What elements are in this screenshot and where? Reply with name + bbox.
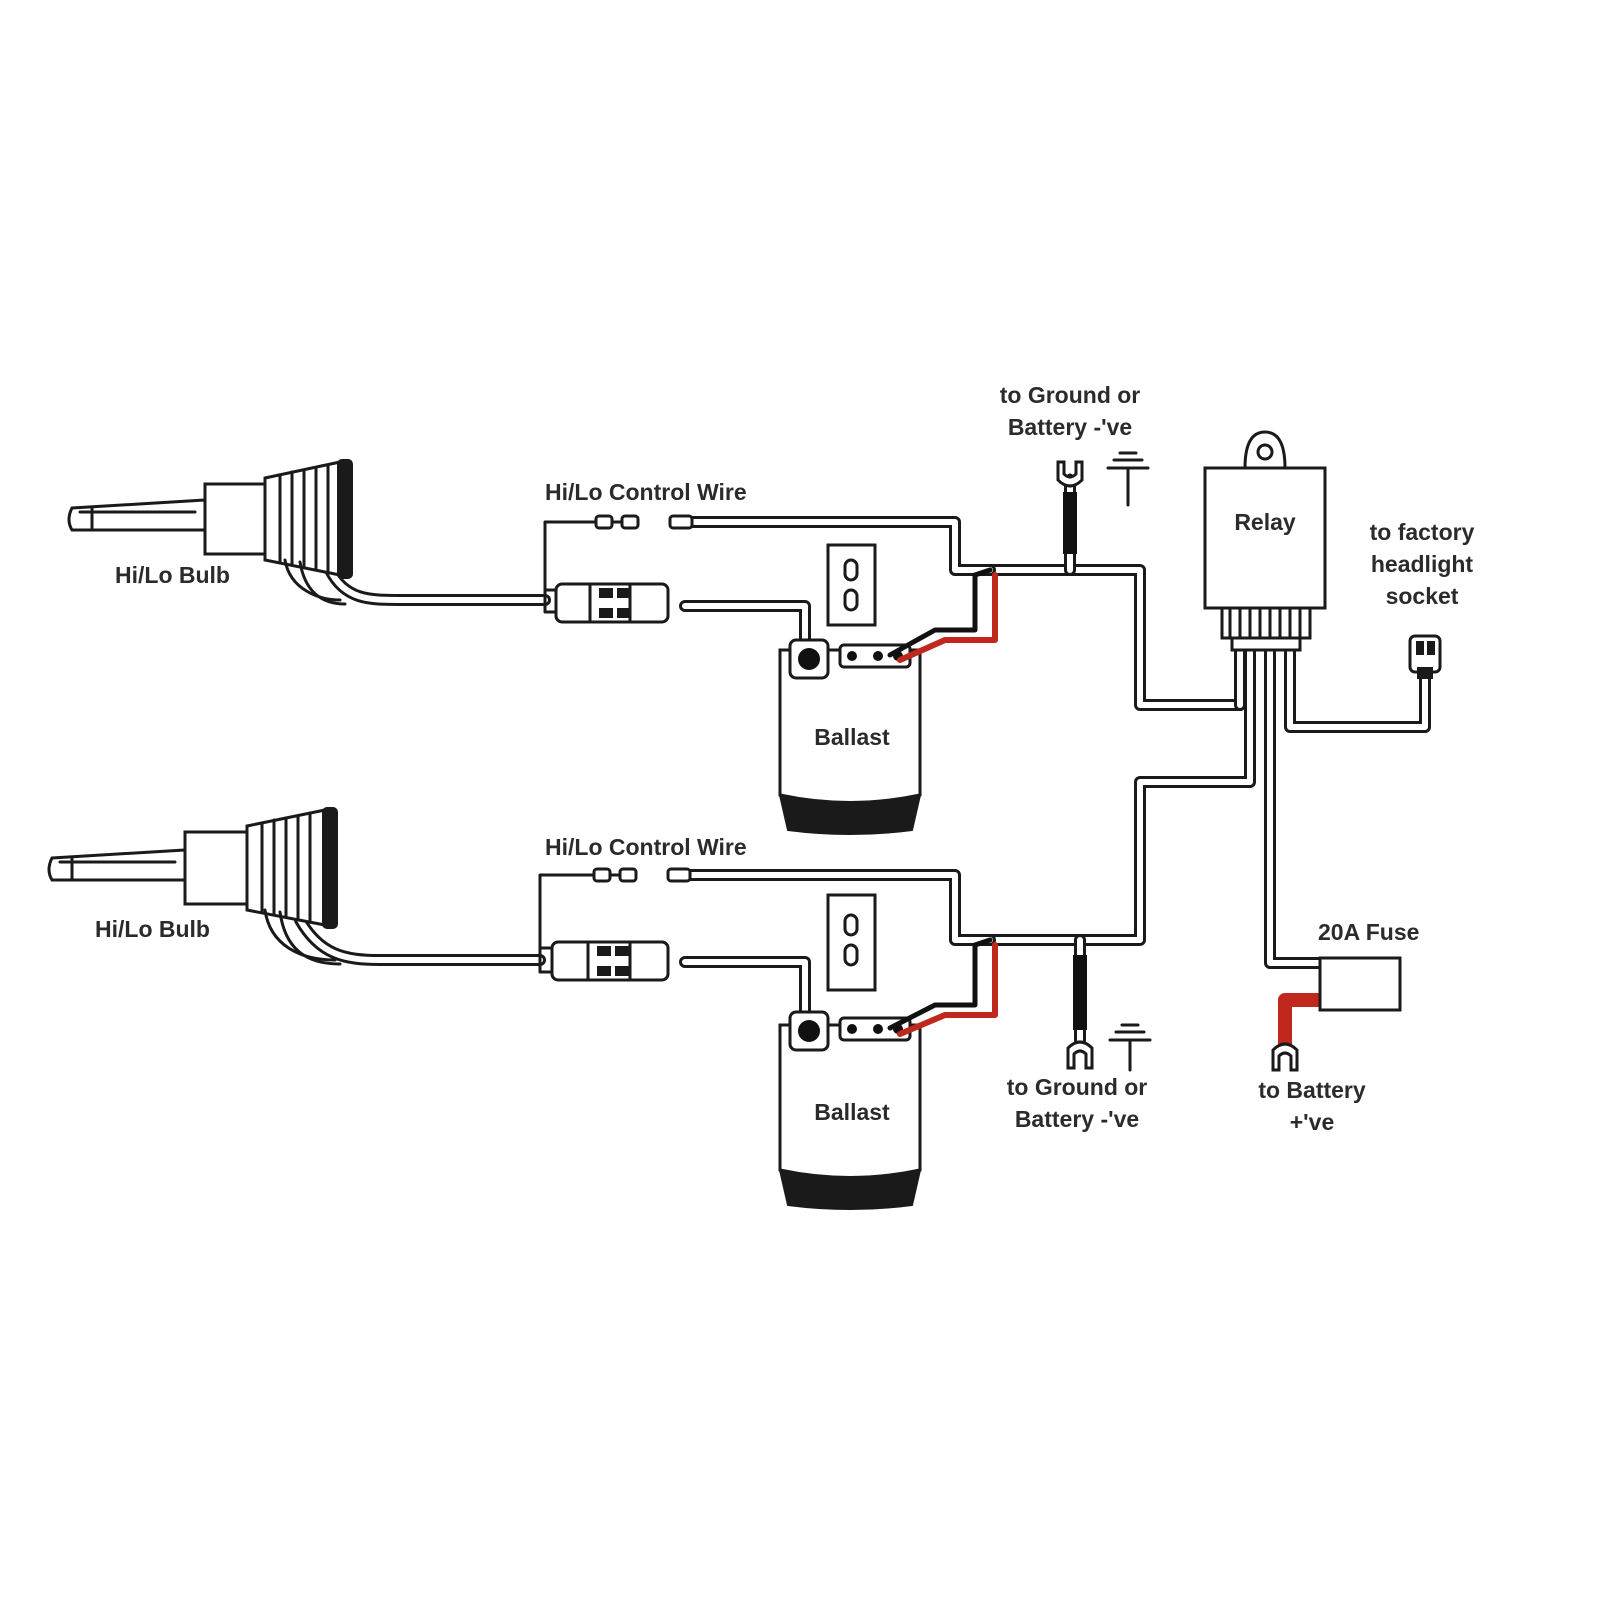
- label-relay: Relay: [1234, 509, 1296, 535]
- label-ground-top-1: to Ground or: [1000, 382, 1141, 408]
- label-ballast-top: Ballast: [814, 724, 890, 750]
- hilo-bulb-top: [67, 459, 353, 606]
- hilo-bulb-bottom: [47, 807, 342, 966]
- connector-pair-top: [554, 582, 670, 624]
- label-ground-bottom-1: to Ground or: [1007, 1074, 1148, 1100]
- battery-positive-terminal: [1271, 1042, 1299, 1072]
- label-bulb-top: Hi/Lo Bulb: [115, 562, 230, 588]
- factory-socket-plug: [1408, 634, 1442, 679]
- label-ground-top-2: Battery -'ve: [1008, 414, 1132, 440]
- ground-terminal-bottom: [1066, 1040, 1094, 1070]
- labels: Hi/Lo Bulb Hi/Lo Bulb Hi/Lo Control Wire…: [95, 382, 1475, 1135]
- relay: [1203, 430, 1327, 652]
- label-battery-pos-1: to Battery: [1258, 1077, 1366, 1103]
- ballast-top: [778, 543, 998, 835]
- connector-pair-bottom: [550, 940, 670, 982]
- ground-terminal-top: [1056, 460, 1084, 488]
- label-factory-2: headlight: [1371, 551, 1474, 577]
- label-bulb-bottom: Hi/Lo Bulb: [95, 916, 210, 942]
- connector-control-top: [594, 514, 694, 530]
- label-factory-3: socket: [1386, 583, 1459, 609]
- label-control-wire-top: Hi/Lo Control Wire: [545, 479, 747, 505]
- label-factory-1: to factory: [1370, 519, 1475, 545]
- connector-control-bottom: [592, 867, 692, 883]
- ground-symbol-top: [1106, 451, 1150, 507]
- label-control-wire-bottom: Hi/Lo Control Wire: [545, 834, 747, 860]
- label-ballast-bottom: Ballast: [814, 1099, 890, 1125]
- label-fuse: 20A Fuse: [1318, 919, 1419, 945]
- relay-harness: [984, 564, 1431, 1052]
- system-bottom: [294, 869, 1087, 1046]
- label-battery-pos-2: +'ve: [1290, 1109, 1334, 1135]
- ballast-bottom: [778, 893, 998, 1210]
- fuse-20a: [1318, 956, 1402, 1012]
- ground-symbol-bottom: [1108, 1023, 1152, 1072]
- label-ground-bottom-2: Battery -'ve: [1015, 1106, 1139, 1132]
